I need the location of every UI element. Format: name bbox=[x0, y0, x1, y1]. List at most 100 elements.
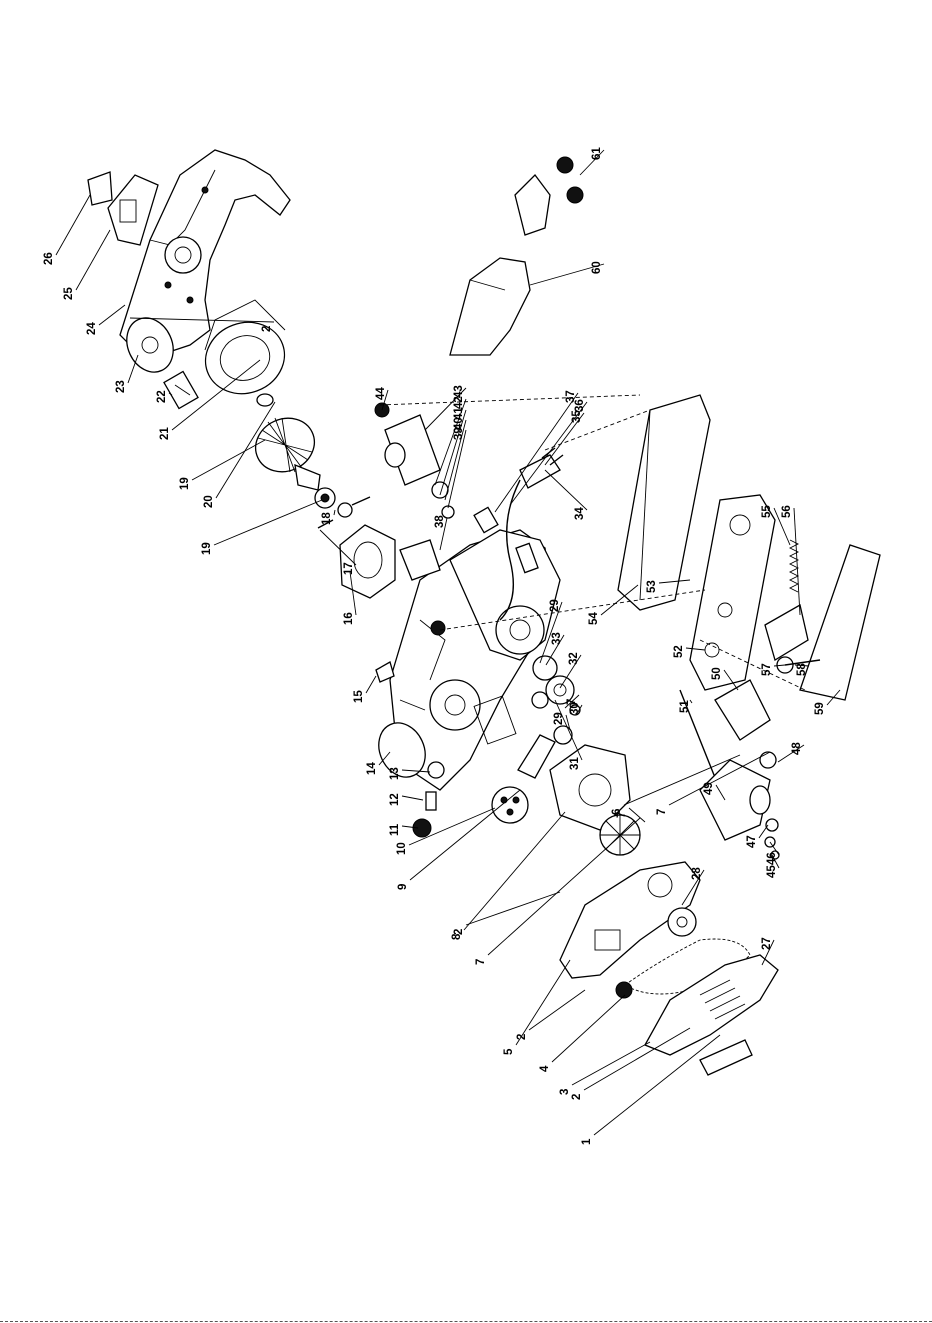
callout-label: 43 bbox=[453, 385, 465, 398]
callout-label: 59 bbox=[814, 702, 826, 715]
callout-leader bbox=[99, 305, 125, 325]
callout-label: 2 bbox=[571, 1094, 583, 1100]
callout-leader bbox=[510, 402, 587, 505]
callout-label: 1 bbox=[581, 1138, 593, 1145]
callout-leader bbox=[495, 393, 578, 512]
part-59-platen bbox=[800, 545, 880, 700]
callout-label: 48 bbox=[791, 742, 803, 755]
part-60-dust-bag bbox=[450, 258, 530, 355]
callout-label: 58 bbox=[796, 663, 808, 676]
callout-label: 20 bbox=[203, 495, 215, 508]
part-23-switch bbox=[164, 372, 198, 409]
callout-label: 50 bbox=[711, 667, 723, 680]
part-39-41-washers bbox=[432, 482, 454, 518]
callout-label: 5 bbox=[503, 1048, 515, 1055]
callout-label: 26 bbox=[43, 252, 55, 265]
callout-leader bbox=[464, 812, 565, 930]
callout-label: 56 bbox=[781, 505, 793, 518]
callout-label: 21 bbox=[159, 427, 171, 440]
callout-leader bbox=[529, 990, 585, 1030]
callout-label: 25 bbox=[63, 287, 75, 300]
callout-leader bbox=[56, 195, 90, 255]
callout-label: 3 bbox=[559, 1089, 571, 1095]
callout-label: 4 bbox=[539, 1065, 551, 1072]
callout-label: 10 bbox=[396, 842, 408, 855]
callout-leader bbox=[76, 230, 110, 290]
callout-label: 47 bbox=[746, 835, 758, 848]
callout-label: 16 bbox=[343, 612, 355, 625]
callout-leader bbox=[516, 960, 570, 1045]
callout-label: 32 bbox=[568, 652, 580, 665]
callout-leader bbox=[402, 796, 423, 800]
part-19-armature-fan bbox=[247, 409, 323, 490]
callout-leader bbox=[214, 500, 322, 545]
part-43-roller bbox=[385, 415, 440, 485]
part-3-belt-guard bbox=[645, 955, 778, 1055]
part-55-spring bbox=[790, 540, 798, 592]
callout-label: 46 bbox=[766, 852, 778, 865]
callout-label: 57 bbox=[761, 663, 773, 676]
callout-label: 19 bbox=[179, 477, 191, 490]
callout-leader bbox=[759, 825, 768, 838]
callout-label: 7 bbox=[475, 959, 487, 965]
callout-label: 2 bbox=[516, 1034, 528, 1040]
part-25-bracket bbox=[108, 175, 158, 245]
callout-label: 9 bbox=[397, 884, 409, 890]
callout-label: 33 bbox=[551, 632, 563, 645]
part-53-base-frame bbox=[690, 495, 775, 690]
part-50-bracket bbox=[715, 680, 770, 740]
callout-label: 29 bbox=[549, 599, 561, 612]
part-28-pulley bbox=[668, 908, 696, 936]
callout-label: 54 bbox=[588, 612, 600, 625]
callout-label: 7 bbox=[656, 809, 668, 815]
part-26-label-plate bbox=[88, 172, 112, 205]
callout-label: 8 bbox=[451, 933, 463, 940]
part-49-rear-roller bbox=[700, 760, 770, 840]
callout-label: 7 bbox=[616, 812, 628, 818]
callout-label: 52 bbox=[673, 645, 685, 658]
part-14-bushing bbox=[428, 762, 444, 778]
callout-label: 38 bbox=[434, 515, 446, 528]
part-61-clamp bbox=[515, 157, 583, 235]
callout-leader bbox=[545, 470, 587, 510]
callout-leader bbox=[552, 995, 625, 1062]
callout-label: 12 bbox=[389, 793, 401, 806]
callout-leader bbox=[572, 1042, 650, 1085]
callout-label: 19 bbox=[201, 542, 213, 555]
callout-label: 55 bbox=[761, 505, 773, 518]
part-10-plate bbox=[518, 735, 555, 778]
part-56-plate bbox=[765, 605, 808, 660]
callout-label: 30 bbox=[569, 702, 581, 715]
callout-label: 17 bbox=[343, 562, 355, 575]
callout-label: 31 bbox=[569, 757, 581, 770]
callout-label: 15 bbox=[353, 690, 365, 703]
callout-label: 53 bbox=[646, 580, 658, 593]
callout-label: 23 bbox=[115, 380, 127, 393]
callout-leader bbox=[334, 510, 335, 515]
part-54-sanding-belt bbox=[618, 395, 710, 610]
callout-label: 60 bbox=[591, 261, 603, 274]
callout-label: 24 bbox=[86, 322, 98, 335]
part-22-fan-cover bbox=[195, 300, 294, 405]
part-20-bearing bbox=[315, 488, 335, 508]
callout-leader bbox=[192, 440, 265, 480]
callout-leader bbox=[435, 399, 466, 485]
part-21-washer bbox=[257, 394, 273, 406]
part-13-pin bbox=[426, 792, 436, 810]
callout-label: 18 bbox=[321, 512, 333, 525]
part-19-bearing bbox=[338, 497, 370, 517]
callout-label: 14 bbox=[366, 762, 378, 775]
callout-label: 2 bbox=[261, 326, 273, 332]
callout-leader bbox=[366, 676, 376, 693]
callout-label: 45 bbox=[766, 865, 778, 878]
callout-leader bbox=[466, 892, 560, 925]
part-17-stator bbox=[340, 525, 395, 598]
callout-label: 44 bbox=[375, 387, 387, 400]
callout-label: 22 bbox=[156, 390, 168, 403]
callout-label: 27 bbox=[761, 937, 773, 950]
callout-label: 13 bbox=[389, 767, 401, 780]
part-11-pulley bbox=[492, 787, 528, 823]
callout-label: 37 bbox=[565, 390, 577, 403]
